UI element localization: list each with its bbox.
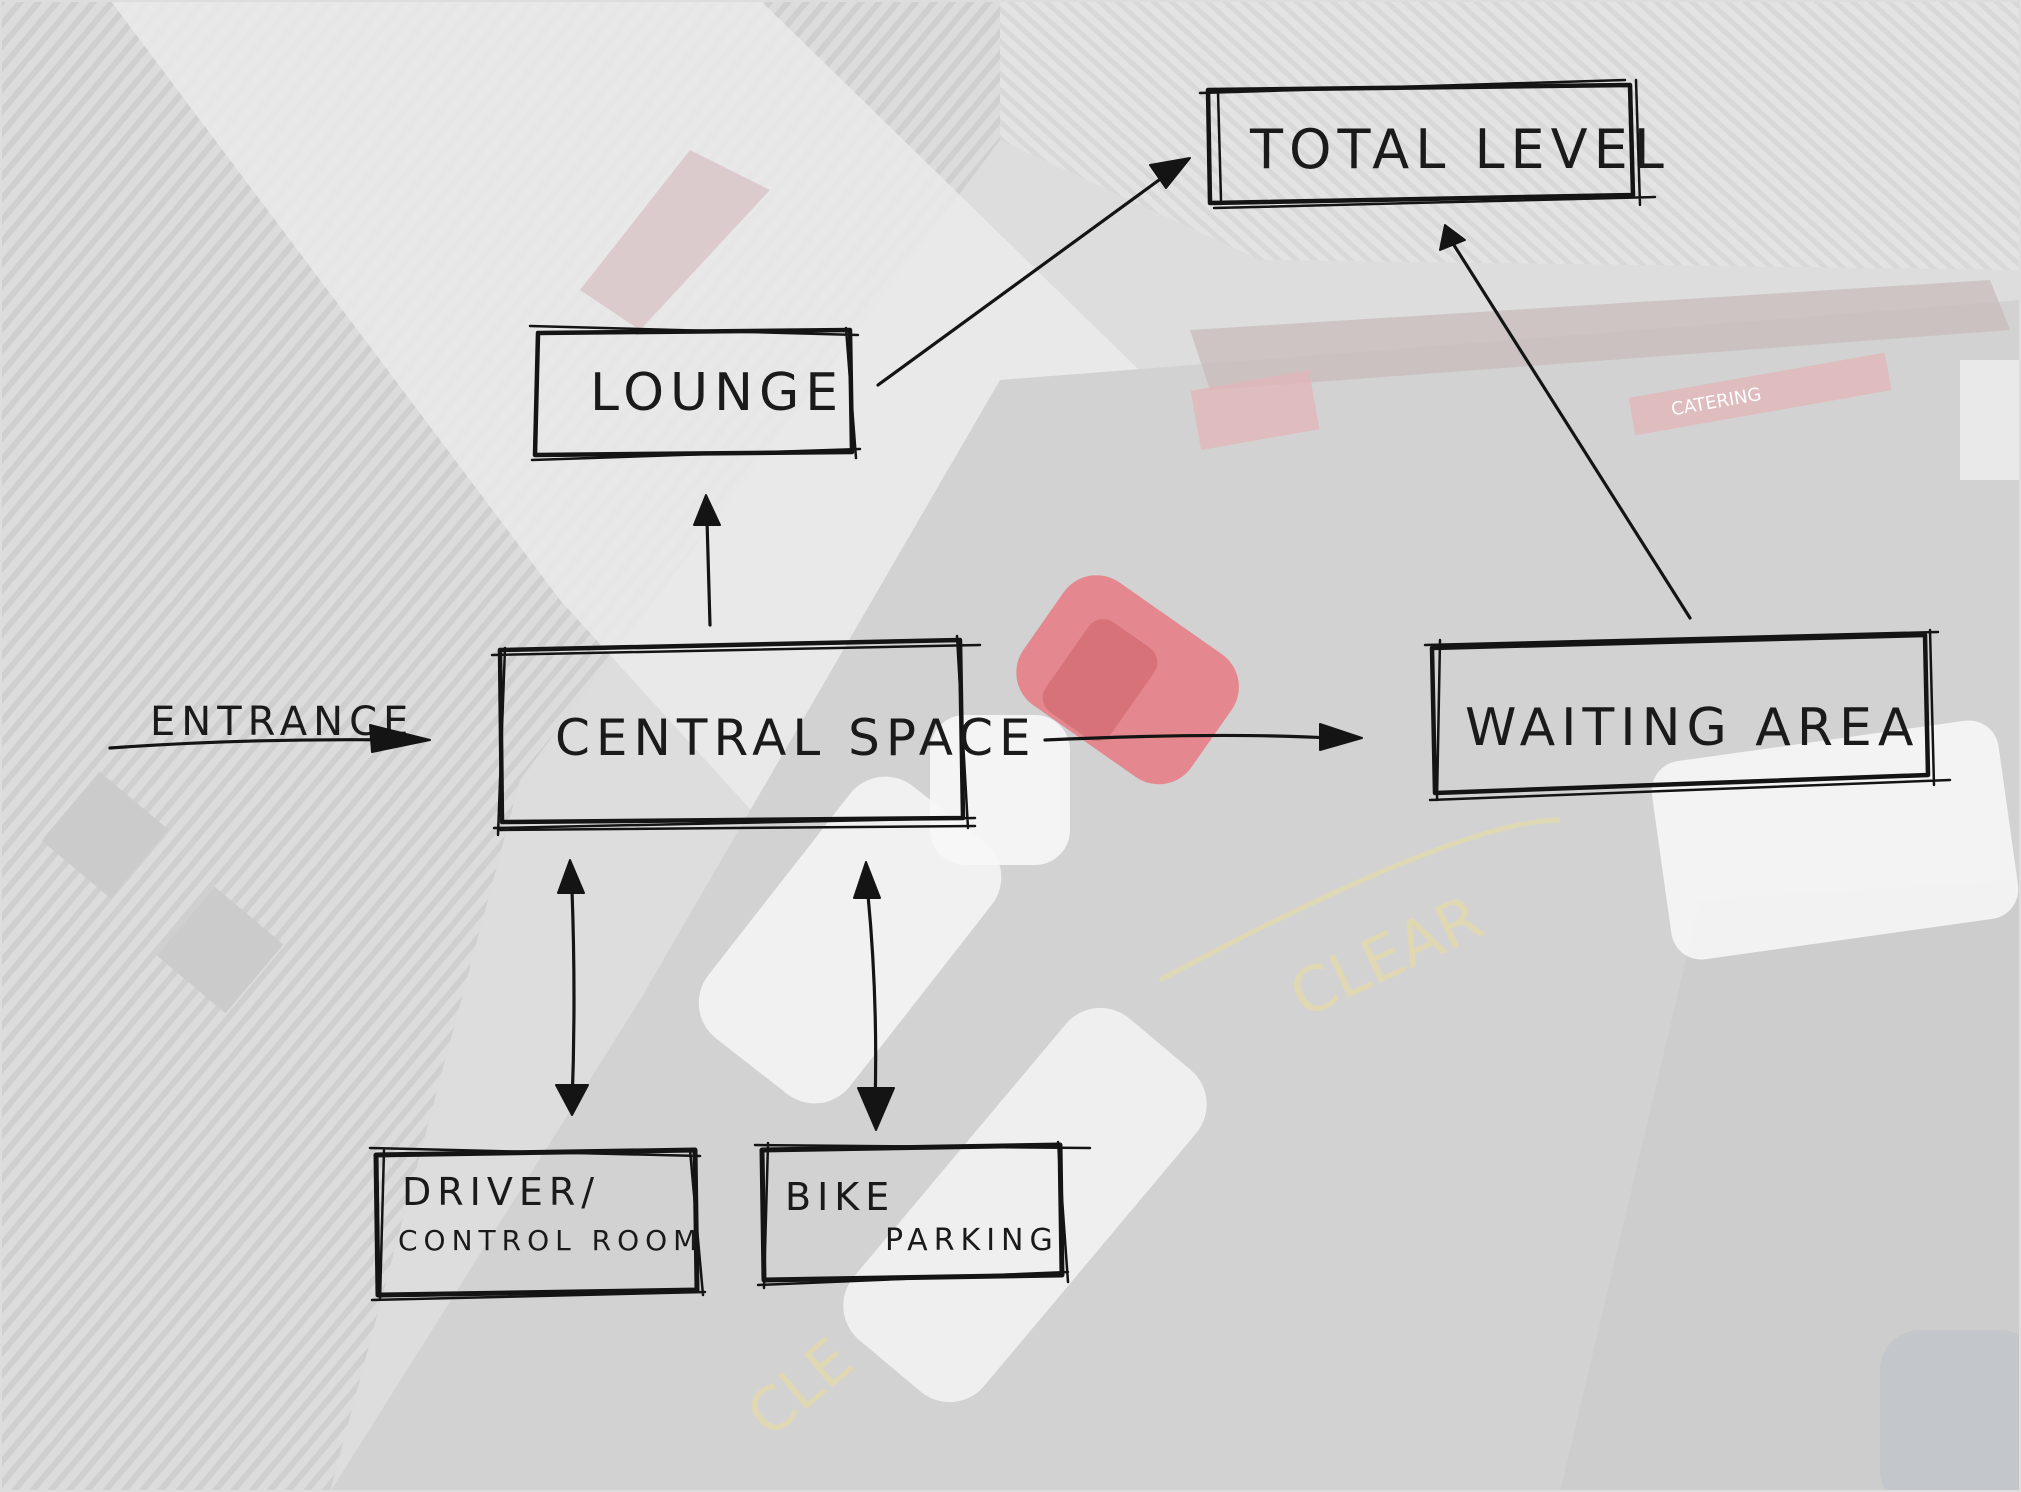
- central-space-label: CENTRAL SPACE: [555, 709, 1037, 767]
- central-to-waiting-line: [1045, 735, 1330, 740]
- central-bike-arrowhead-down: [858, 1088, 894, 1130]
- node-bike-parking: BIKE PARKING: [755, 1142, 1090, 1288]
- edge-central-bike-parking: [854, 862, 894, 1130]
- central-to-lounge-line: [707, 520, 710, 625]
- central-driver-arrowhead-down: [556, 1085, 588, 1115]
- waiting-to-total-arrowhead: [1440, 225, 1465, 250]
- edge-central-to-lounge: [694, 495, 720, 625]
- driver-room-label-line2: CONTROL ROOM: [398, 1224, 703, 1257]
- edge-lounge-to-total-level: [878, 158, 1190, 385]
- central-bike-line: [868, 895, 876, 1105]
- node-lounge: LOUNGE: [530, 326, 860, 460]
- edge-waiting-to-total-level: [1440, 225, 1690, 618]
- edge-central-driver-room: [556, 860, 588, 1115]
- node-driver-control-room: DRIVER/ CONTROL ROOM: [370, 1148, 705, 1300]
- central-to-lounge-arrowhead: [694, 495, 720, 525]
- lounge-to-total-line: [878, 172, 1170, 385]
- bike-parking-label-line1: BIKE: [785, 1175, 895, 1219]
- total-level-label: TOTAL LEVEL: [1249, 118, 1670, 181]
- central-driver-arrowhead-up: [558, 860, 584, 893]
- edge-central-to-waiting-area: [1045, 724, 1362, 750]
- central-to-waiting-arrowhead: [1320, 724, 1362, 750]
- waiting-area-label: WAITING AREA: [1465, 698, 1919, 758]
- node-total-level: TOTAL LEVEL: [1200, 80, 1670, 208]
- entrance-edge: ENTRANCE: [110, 699, 430, 752]
- bike-parking-label-line2: PARKING: [885, 1223, 1059, 1258]
- node-central-space: CENTRAL SPACE: [492, 636, 1037, 835]
- node-waiting-area: WAITING AREA: [1425, 630, 1950, 800]
- central-bike-arrowhead-up: [854, 862, 880, 898]
- waiting-to-total-line: [1452, 242, 1690, 618]
- lounge-label: LOUNGE: [590, 363, 844, 423]
- central-driver-line: [572, 890, 574, 1105]
- driver-room-label-line1: DRIVER/: [402, 1170, 600, 1214]
